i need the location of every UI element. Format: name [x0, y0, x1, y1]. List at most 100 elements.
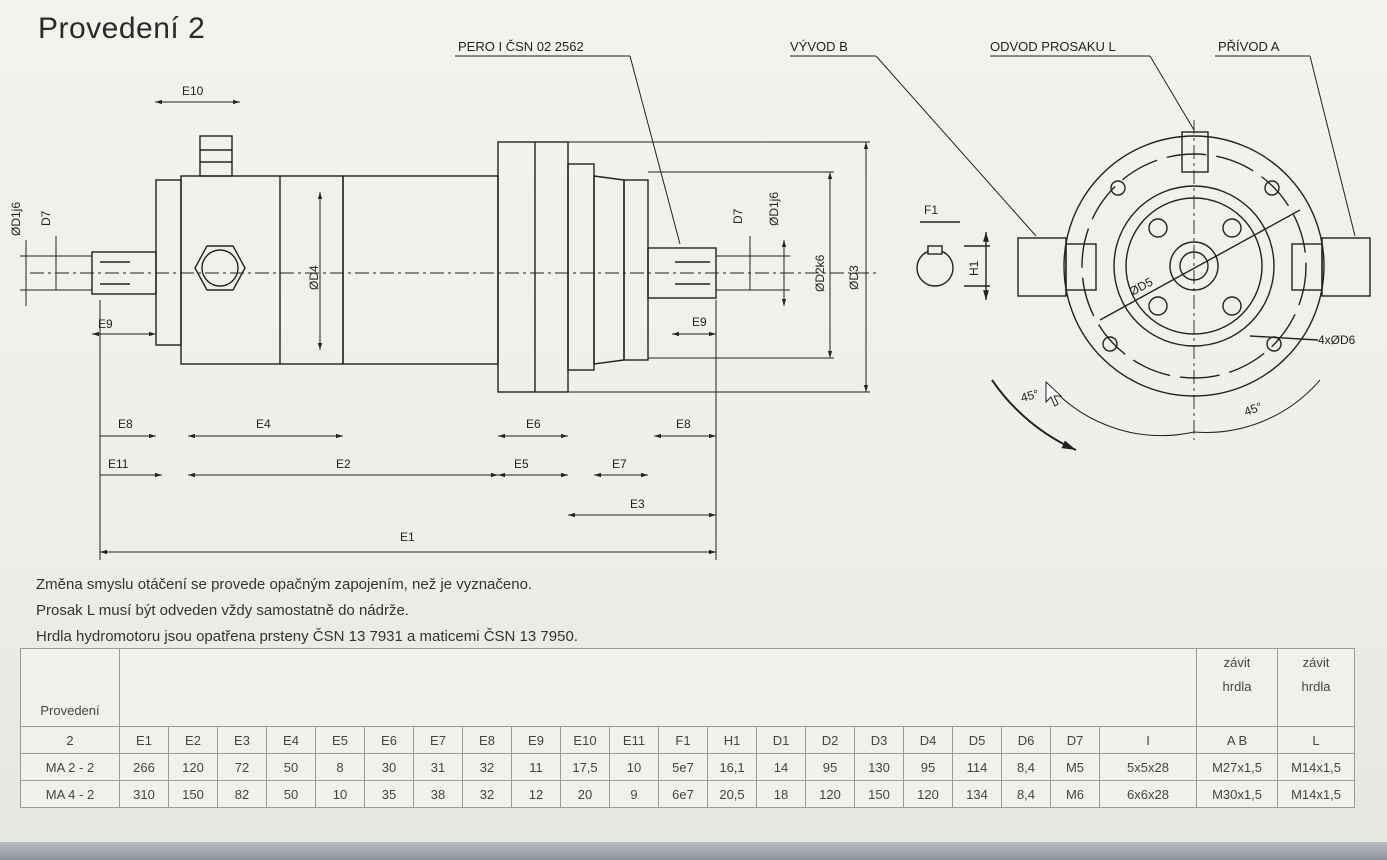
- table-cell: 18: [756, 780, 806, 808]
- table-cell: M6: [1050, 780, 1100, 808]
- dim-h1: H1: [967, 260, 981, 276]
- table-cell: MA 2 - 2: [20, 753, 120, 781]
- dim-e9-left: E9: [98, 317, 113, 331]
- column-header: A B: [1196, 726, 1278, 754]
- dim-d5: ØD5: [1127, 275, 1156, 299]
- column-header: D2: [805, 726, 855, 754]
- dim-e9-right: E9: [692, 315, 707, 329]
- dim-angle-right: 45°: [1242, 399, 1264, 418]
- dim-d7-right: D7: [731, 208, 745, 224]
- table-cell: 95: [805, 753, 855, 781]
- table-cell: 6x6x28: [1099, 780, 1197, 808]
- table-cell: 120: [168, 753, 218, 781]
- column-header: D1: [756, 726, 806, 754]
- dim-angle-left: 45°: [1019, 387, 1040, 405]
- dim-d4: ØD4: [307, 265, 321, 290]
- table-header-row: Provedení závit hrdla závit hrdla: [20, 648, 1355, 727]
- column-header: D7: [1050, 726, 1100, 754]
- dim-d7-left: D7: [39, 210, 53, 226]
- dim-e5: E5: [514, 457, 529, 471]
- column-header: 2: [20, 726, 120, 754]
- table-cell: 134: [952, 780, 1002, 808]
- table-cell: 50: [266, 780, 316, 808]
- table-cell: MA 4 - 2: [20, 780, 120, 808]
- table-cell: 8,4: [1001, 780, 1051, 808]
- dim-d1-right: ØD1j6: [767, 192, 781, 226]
- provedeni-header: Provedení: [20, 648, 120, 727]
- table-cell: M27x1,5: [1196, 753, 1278, 781]
- table-cell: 32: [462, 753, 512, 781]
- table-cell: 32: [462, 780, 512, 808]
- table-cell: 6e7: [658, 780, 708, 808]
- column-header: E7: [413, 726, 463, 754]
- table-cell: 20,5: [707, 780, 757, 808]
- column-header: D4: [903, 726, 953, 754]
- table-cell: 114: [952, 753, 1002, 781]
- table-cell: 30: [364, 753, 414, 781]
- table-cell: 20: [560, 780, 610, 808]
- dim-e8-right: E8: [676, 417, 691, 431]
- table-cell: 82: [217, 780, 267, 808]
- table-cell: 8,4: [1001, 753, 1051, 781]
- front-shaft: [647, 247, 717, 299]
- callout-pero: PERO I ČSN 02 2562: [458, 39, 584, 54]
- table-cell: 95: [903, 753, 953, 781]
- mouse-cursor-icon: [1045, 380, 1063, 407]
- column-header: F1: [658, 726, 708, 754]
- column-header: D3: [854, 726, 904, 754]
- table-cell: 120: [903, 780, 953, 808]
- table-cell: 16,1: [707, 753, 757, 781]
- table-cell: 50: [266, 753, 316, 781]
- dim-e3: E3: [630, 497, 645, 511]
- table-cell: 38: [413, 780, 463, 808]
- front-view: [991, 120, 1371, 451]
- dim-e6: E6: [526, 417, 541, 431]
- dim-e4: E4: [256, 417, 271, 431]
- table-cell: 35: [364, 780, 414, 808]
- table-cell: 10: [609, 753, 659, 781]
- column-header: E10: [560, 726, 610, 754]
- callout-vyvod: VÝVOD B: [790, 39, 848, 54]
- note-line: Změna smyslu otáčení se provede opačným …: [36, 576, 533, 593]
- column-header: D5: [952, 726, 1002, 754]
- table-cell: 150: [854, 780, 904, 808]
- column-header: E6: [364, 726, 414, 754]
- table-cell: 310: [119, 780, 169, 808]
- table-cell: 266: [119, 753, 169, 781]
- table-cell: 5x5x28: [1099, 753, 1197, 781]
- table-cell: 12: [511, 780, 561, 808]
- column-header: E5: [315, 726, 365, 754]
- callout-odvod: ODVOD PROSAKU L: [990, 39, 1116, 54]
- note-line: Prosak L musí být odveden vždy samostatn…: [36, 602, 409, 619]
- table-cell: M30x1,5: [1196, 780, 1278, 808]
- page-title: Provedení 2: [38, 12, 206, 45]
- table-cell: 31: [413, 753, 463, 781]
- flange: [497, 141, 569, 393]
- dim-d3: ØD3: [847, 265, 861, 290]
- dim-e1: E1: [400, 530, 415, 544]
- dim-e8-left: E8: [118, 417, 133, 431]
- dim-d2: ØD2k6: [813, 254, 827, 292]
- column-header: E3: [217, 726, 267, 754]
- table-cell: M14x1,5: [1277, 780, 1355, 808]
- dim-d6: 4xØD6: [1318, 333, 1356, 347]
- column-header: E2: [168, 726, 218, 754]
- table-cell: 11: [511, 753, 561, 781]
- dim-d1-left: ØD1j6: [9, 202, 23, 236]
- table-cell: 5e7: [658, 753, 708, 781]
- notes: Změna smyslu otáčení se provede opačným …: [36, 572, 578, 650]
- dim-f1: F1: [924, 203, 938, 217]
- table-cell: 8: [315, 753, 365, 781]
- column-header: D6: [1001, 726, 1051, 754]
- column-header: E8: [462, 726, 512, 754]
- table-cell: 120: [805, 780, 855, 808]
- column-header: I: [1099, 726, 1197, 754]
- column-header: L: [1277, 726, 1355, 754]
- table-cell: M5: [1050, 753, 1100, 781]
- taskbar-strip: [0, 842, 1387, 860]
- column-header: E4: [266, 726, 316, 754]
- dim-e10: E10: [182, 84, 204, 98]
